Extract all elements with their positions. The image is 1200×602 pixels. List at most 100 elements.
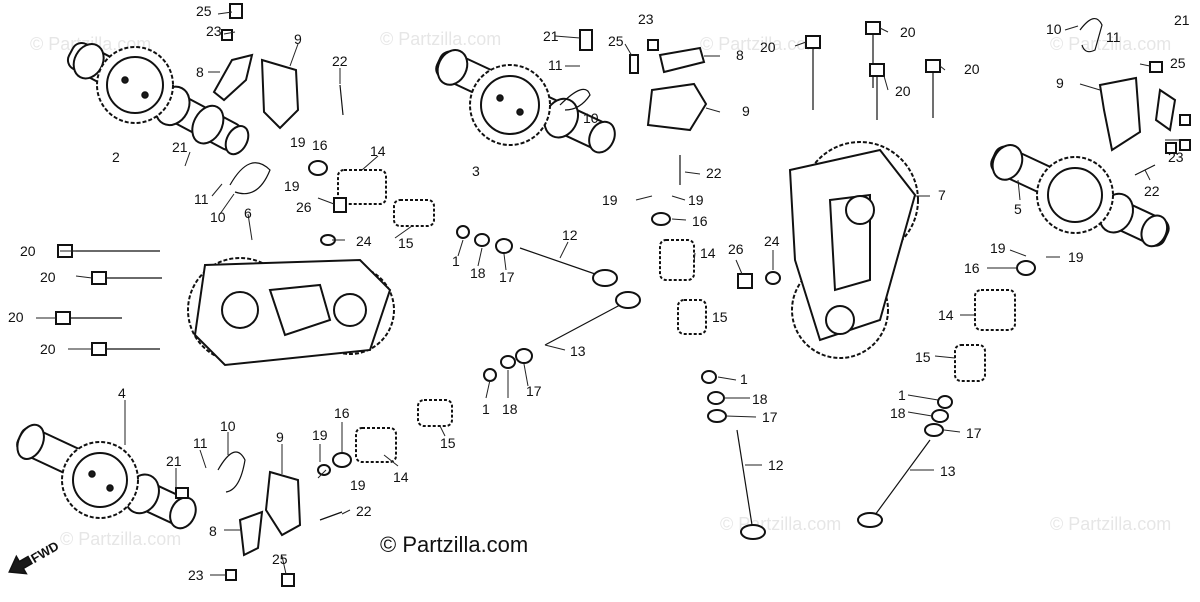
label-8: 8 xyxy=(196,64,204,80)
label-19: 19 xyxy=(284,178,300,194)
label-11: 11 xyxy=(194,191,209,207)
rocker-arms-and-bolts xyxy=(175,3,1191,587)
label-18: 18 xyxy=(470,265,486,281)
watermark: © Partzilla.com xyxy=(1050,514,1171,534)
label-20: 20 xyxy=(760,39,776,55)
label-11: 11 xyxy=(193,435,208,451)
label-14: 14 xyxy=(370,143,386,159)
label-19: 19 xyxy=(290,134,306,150)
label-15: 15 xyxy=(712,309,728,325)
bolts-20-top xyxy=(805,21,941,120)
label-23: 23 xyxy=(1168,149,1184,165)
label-21: 21 xyxy=(172,139,188,155)
label-14: 14 xyxy=(700,245,716,261)
label-18: 18 xyxy=(752,391,768,407)
label-17: 17 xyxy=(762,409,778,425)
label-6: 6 xyxy=(244,205,252,221)
watermark: © Partzilla.com xyxy=(720,514,841,534)
label-13: 13 xyxy=(570,343,586,359)
label-25: 25 xyxy=(196,3,212,19)
label-17: 17 xyxy=(526,383,542,399)
label-10: 10 xyxy=(220,418,236,434)
label-15: 15 xyxy=(440,435,456,451)
label-19: 19 xyxy=(350,477,366,493)
label-16: 16 xyxy=(964,260,980,276)
label-9: 9 xyxy=(742,103,750,119)
label-22: 22 xyxy=(1144,183,1160,199)
watermarks: © Partzilla.com © Partzilla.com © Partzi… xyxy=(30,29,1171,549)
part-number-labels: 2 3 4 5 6 7 8 8 8 9 9 9 9 10 10 10 10 11… xyxy=(8,3,1190,583)
label-11: 11 xyxy=(1106,29,1121,45)
label-25: 25 xyxy=(272,551,288,567)
cam-holder-6 xyxy=(187,257,395,367)
label-9: 9 xyxy=(294,31,302,47)
label-16: 16 xyxy=(692,213,708,229)
label-23: 23 xyxy=(206,23,222,39)
label-15: 15 xyxy=(915,349,931,365)
label-20: 20 xyxy=(20,243,36,259)
label-22: 22 xyxy=(332,53,348,69)
label-24: 24 xyxy=(764,233,780,249)
camshaft-2 xyxy=(66,42,250,156)
label-20: 20 xyxy=(40,269,56,285)
label-19: 19 xyxy=(312,427,328,443)
label-10: 10 xyxy=(583,110,599,126)
label-5: 5 xyxy=(1014,201,1022,217)
label-14: 14 xyxy=(938,307,954,323)
label-19: 19 xyxy=(602,192,618,208)
cam-holder-7 xyxy=(788,141,919,359)
label-12: 12 xyxy=(562,227,578,243)
label-16: 16 xyxy=(334,405,350,421)
label-22: 22 xyxy=(356,503,372,519)
small-parts xyxy=(308,160,1036,476)
label-20: 20 xyxy=(964,61,980,77)
watermark: © Partzilla.com xyxy=(1050,34,1171,54)
label-1: 1 xyxy=(452,253,460,269)
label-13: 13 xyxy=(940,463,956,479)
label-17: 17 xyxy=(499,269,515,285)
label-9: 9 xyxy=(276,429,284,445)
label-1: 1 xyxy=(482,401,490,417)
label-21: 21 xyxy=(543,28,559,44)
label-7: 7 xyxy=(938,187,946,203)
label-23: 23 xyxy=(188,567,204,583)
valve-springs xyxy=(337,169,1016,463)
watermark: © Partzilla.com xyxy=(60,529,181,549)
label-14: 14 xyxy=(393,469,409,485)
label-26: 26 xyxy=(296,199,312,215)
label-20: 20 xyxy=(900,24,916,40)
label-1: 1 xyxy=(740,371,748,387)
label-22: 22 xyxy=(706,165,722,181)
camshaft-5 xyxy=(990,144,1170,248)
label-18: 18 xyxy=(890,405,906,421)
label-21: 21 xyxy=(1174,12,1190,28)
label-12: 12 xyxy=(768,457,784,473)
label-8: 8 xyxy=(736,47,744,63)
label-20: 20 xyxy=(40,341,56,357)
label-2: 2 xyxy=(112,149,120,165)
label-17: 17 xyxy=(966,425,982,441)
label-10: 10 xyxy=(1046,21,1062,37)
label-10: 10 xyxy=(210,209,226,225)
leader-lines xyxy=(36,11,1180,576)
label-21: 21 xyxy=(166,453,182,469)
label-23: 23 xyxy=(638,11,654,27)
label-19: 19 xyxy=(1068,249,1084,265)
label-4: 4 xyxy=(118,385,126,401)
label-26: 26 xyxy=(728,241,744,257)
label-11: 11 xyxy=(548,57,563,73)
label-1: 1 xyxy=(898,387,906,403)
watermark: © Partzilla.com xyxy=(380,29,501,49)
watermark: © Partzilla.com xyxy=(700,34,821,54)
label-18: 18 xyxy=(502,401,518,417)
label-24: 24 xyxy=(356,233,372,249)
copyright-text: © Partzilla.com xyxy=(380,532,528,557)
label-16: 16 xyxy=(312,137,328,153)
fwd-arrow: FWD xyxy=(8,538,61,575)
label-15: 15 xyxy=(398,235,414,251)
valves xyxy=(519,247,931,540)
label-25: 25 xyxy=(608,33,624,49)
label-8: 8 xyxy=(209,523,217,539)
label-20: 20 xyxy=(8,309,24,325)
